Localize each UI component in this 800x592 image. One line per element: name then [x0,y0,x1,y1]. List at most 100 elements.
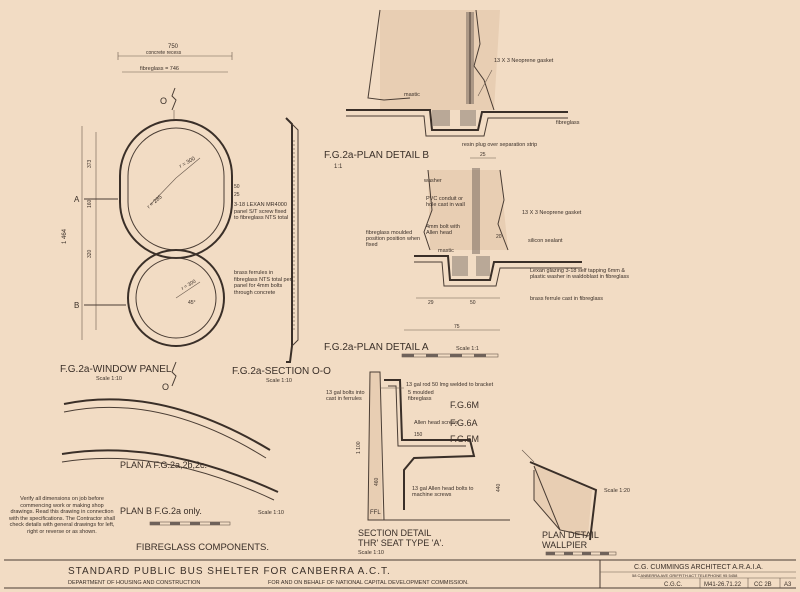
fibreglass-components-title: FIBREGLASS COMPONENTS. [136,542,269,553]
dim-25a: 25 [480,152,486,158]
section-marker-b: B [74,301,79,310]
dim-20: 20 [496,234,502,240]
section-marker-o-top: O [160,96,167,106]
plan-a-arc-outer [63,398,271,451]
mastic-a: mastic [438,248,454,254]
dim-750: 750 [168,44,179,50]
brass-ferrules-note: brass ferrules in fibreglass NTS total p… [234,270,292,296]
dim-1464: 1 464 [62,228,68,244]
wallpier-scale: Scale 1:20 [604,488,630,494]
gal-rod-note: 13 gal rod 50 lmg welded to bracket [406,382,494,388]
upper-oval-frame [119,119,233,259]
allen-bolts-machine-note: 13 gal Allen head bolts to machine screw… [412,486,474,498]
dim-160: 160 [87,199,93,208]
dim-440: 440 [496,483,502,492]
pvc-conduit-note: PVC conduit or hole cast in wall [426,196,465,208]
dim-r285: r = 285 [146,194,163,210]
detail-b-fibreglass [346,109,568,131]
plan-detail-wallpier: Scale 1:20 PLAN DETAIL WALLPIER [521,449,630,556]
plan-a-b-arcs: PLAN A F.G.2a,2b,2c. PLAN B F.G.2a only.… [61,398,284,553]
lexan-note: 3-18 LEXAN MR4000 panel S/T screw fixed … [234,202,289,221]
section-detail-seat: 13 gal rod 50 lmg welded to bracket 13 g… [326,371,510,556]
fibreglass-746-label: fibreglass = 746 [140,66,179,72]
wallpier-fibreglass [529,461,598,541]
brass-ferrule-note: brass ferrule cast in fibreglass [530,296,603,302]
dim-460: 460 [374,477,380,486]
plan-a-title: PLAN A F.G.2a,2b,2c. [120,460,207,470]
plan-detail-b-scale: 1:1 [334,164,343,170]
verify-dimensions-note: Verify all dimensions on job before comm… [9,496,115,535]
section-marker-a: A [74,195,80,204]
drawing-ref-2: M41-26.71.22 [704,582,742,588]
section-oo-title: F.G.2a-SECTION O-O [232,366,331,377]
architect-label: C.G. CUMMINGS ARCHITECT A.R.A.I.A. [634,564,763,571]
upper-oval-inner [127,127,225,251]
architect-address: 58 CANBERRA AVE GRIFFITH ACT TELEPHONE 9… [632,573,738,578]
plan-detail-b: 13 X 3 Neoprene gasket mastic fibreglass… [324,9,580,170]
section-oo-scale: Scale 1:10 [266,378,292,384]
title-block: STANDARD PUBLIC BUS SHELTER FOR CANBERRA… [4,559,796,589]
cut-line-bottom [171,361,177,387]
plan-b-scale: Scale 1:10 [258,510,284,516]
scale-bar-plan [149,521,231,526]
dim-29: 29 [428,300,434,306]
moulded-fibreglass-note: 5 moulded fibreglass [408,390,434,402]
dim-320: 320 [87,249,93,258]
cut-line-top [171,87,177,111]
on-behalf-label: FOR AND ON BEHALF OF NATIONAL CAPITAL DE… [268,580,469,586]
dim-45: 45° [188,300,196,306]
allen-bolt-note: 4mm bolt with Allen head [426,224,460,236]
section-marker-o-bottom: O [162,382,169,392]
drawing-ref-3: CC 2B [754,582,772,588]
plan-detail-a: resin plug over separation strip 25 wash… [324,142,630,358]
section-detail-title-2: THR' SEAT TYPE 'A'. [358,538,444,548]
scale-bar-wallpier [545,551,617,556]
plan-detail-b-title: F.G.2a-PLAN DETAIL B [324,150,429,161]
dim-50a: 50 [470,300,476,306]
lower-circle-frame [127,249,225,347]
section-detail-title-1: SECTION DETAIL [358,528,431,538]
main-title: STANDARD PUBLIC BUS SHELTER FOR CANBERRA… [68,566,391,577]
dim-25: 25 [234,192,240,198]
plan-detail-wallpier-title-2: WALLPIER [542,540,588,550]
neoprene-gasket-b: 13 X 3 Neoprene gasket [494,58,554,64]
drawing-ref-1: C.G.C. [664,582,683,588]
washer-label: washer [423,178,442,184]
window-panel-title: F.G.2a-WINDOW PANEL [60,364,172,375]
detail-a-fibreglass [414,255,582,281]
plan-detail-a-title: F.G.2a-PLAN DETAIL A [324,342,429,353]
window-panel-scale: Scale 1:10 [96,376,122,382]
plan-detail-a-scale: Scale 1:1 [456,346,479,352]
plan-detail-wallpier-title-1: PLAN DETAIL [542,530,599,540]
dim-150: 150 [414,432,423,438]
section-oo: F.G.2a-SECTION O-O Scale 1:10 [232,117,331,384]
seat-fibreglass-profile [384,379,476,510]
allen-head-screws: Allen head screws [414,420,459,426]
dim-1100: 1 100 [356,441,362,454]
window-panel-elevation: 750 concrete recess fibreglass = 746 O 1… [60,44,292,392]
concrete-recess-label: concrete recess [146,50,182,56]
section-detail-scale: Scale 1:10 [358,550,384,556]
lower-circle-inner [135,257,217,339]
dim-75: 75 [454,324,460,330]
dim-373: 373 [87,159,93,168]
ffl-label: FFL [370,510,381,516]
plan-b-arc-outer [61,449,279,493]
neoprene-gasket-a: 13 X 3 Neoprene gasket [522,210,582,216]
fibreglass-b: fibreglass [556,120,580,126]
plan-b-title: PLAN B F.G.2a only. [120,506,202,516]
fibreglass-moulded-note: fibreglass moulded position position whe… [366,230,421,248]
resin-plug-note: resin plug over separation strip [462,142,537,148]
sheet-number: A3 [784,582,792,588]
component-fg5m: F.G.5M [450,434,479,444]
department-label: DEPARTMENT OF HOUSING AND CONSTRUCTION [68,580,200,586]
component-fg6a: F.G.6A [450,418,478,428]
gal-bolts-note: 13 gal bolts into cast in ferrules [326,390,365,402]
silicon-sealant: silicon sealant [528,238,563,244]
dim-50: 50 [234,184,240,190]
lexan-glazing-note: Lexan glazing 3-18 self tapping 6mm & pl… [530,268,630,280]
component-fg6m: F.G.6M [450,400,479,410]
scale-bar-a [401,353,499,358]
